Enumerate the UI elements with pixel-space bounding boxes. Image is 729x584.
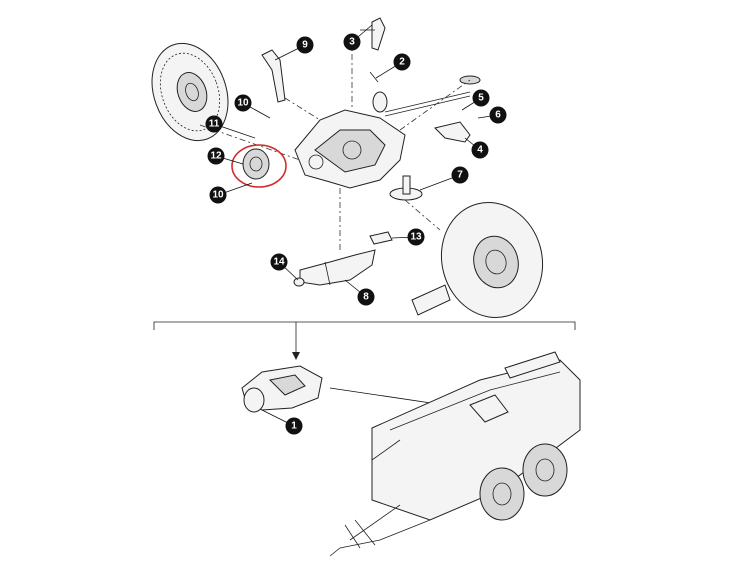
callout-1-label: 1 — [291, 421, 297, 432]
shaft-assembly — [372, 75, 481, 117]
lever-part-9 — [261, 49, 286, 103]
fork-part-3 — [360, 17, 386, 51]
spindle-part-7 — [389, 175, 423, 201]
callout-11-label: 11 — [209, 119, 220, 130]
pin-part-2 — [369, 71, 379, 83]
callout-1: 1 — [285, 417, 303, 435]
callout-9: 9 — [296, 36, 314, 54]
callout-5: 5 — [472, 89, 490, 107]
section-divider — [153, 321, 576, 360]
callout-2-label: 2 — [399, 57, 405, 68]
callout-6: 6 — [489, 106, 507, 124]
callout-12-label: 12 — [210, 151, 222, 162]
callout-12: 12 — [207, 147, 225, 165]
bracket-part-13 — [369, 231, 393, 245]
callout-6-label: 6 — [495, 110, 501, 121]
baler-machine — [329, 351, 581, 557]
callout-10-bottom: 10 — [209, 186, 227, 204]
bearing-part-12 — [242, 148, 270, 180]
callout-10-top: 10 — [234, 94, 252, 112]
callout-9-label: 9 — [302, 40, 308, 51]
flywheel-right — [411, 202, 544, 318]
lever-part-4 — [434, 121, 471, 143]
callout-14: 14 — [270, 253, 288, 271]
cam-part-8 — [299, 249, 376, 286]
callout-3: 3 — [343, 33, 361, 51]
flywheel-left — [151, 42, 229, 142]
washer-part-14 — [293, 277, 305, 287]
callout-10-bottom-label: 10 — [212, 190, 224, 201]
gearbox-thumbnail — [241, 365, 323, 413]
callout-8: 8 — [357, 288, 375, 306]
callout-3-label: 3 — [349, 37, 355, 48]
callout-2: 2 — [393, 53, 411, 71]
callout-11: 11 — [205, 115, 223, 133]
callout-13-label: 13 — [410, 232, 422, 243]
callout-5-label: 5 — [478, 93, 484, 104]
callout-7: 7 — [451, 166, 469, 184]
assembly-axis-lines — [199, 40, 471, 250]
callout-7-label: 7 — [457, 170, 463, 181]
callout-4-label: 4 — [477, 145, 483, 156]
callout-14-label: 14 — [273, 257, 285, 268]
callout-8-label: 8 — [363, 292, 369, 303]
callout-13: 13 — [407, 228, 425, 246]
callout-10-top-label: 10 — [237, 98, 249, 109]
gearbox-housing — [294, 109, 406, 189]
callout-4: 4 — [471, 141, 489, 159]
highlight-ring — [231, 144, 287, 188]
